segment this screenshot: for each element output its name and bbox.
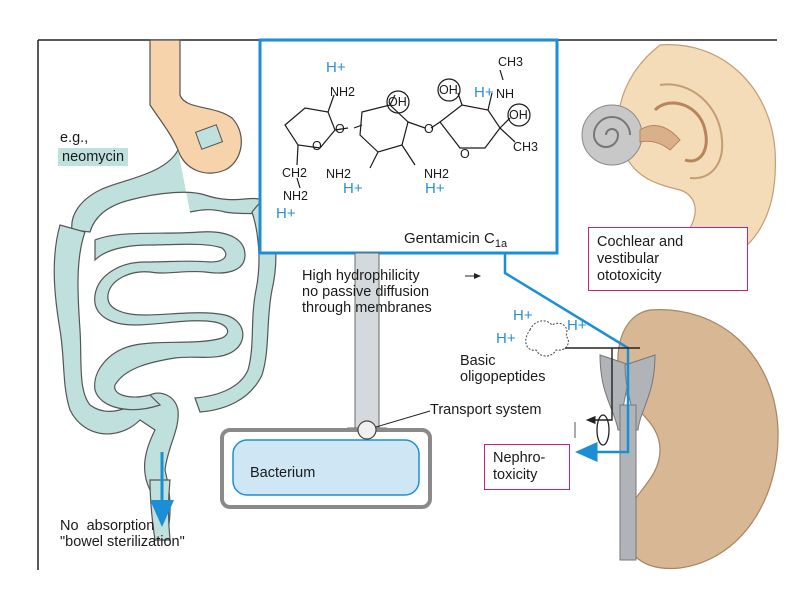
oligo-h-plus-1: H+ [513,307,533,324]
kidney [617,309,779,570]
h-plus-1: H+ [326,59,346,76]
ascending-colon [194,198,277,413]
gut-outcome-line1: No absorption [60,518,155,534]
nh2-ring2-right: NH2 [424,167,449,181]
oligopeptide-uptake-arrow [548,347,640,425]
ch3-top: CH3 [498,55,523,69]
nh2-left: NH2 [283,189,308,203]
ring-o-4: O [460,147,470,161]
h-plus-5: H+ [425,180,445,197]
inner-ear-canal [639,125,681,151]
ototoxicity-line3: ototoxicity [597,268,662,284]
ear-illustration [581,44,777,267]
ototoxicity-line1: Cochlear and [597,234,684,250]
oligopeptides-line1: Basic [460,353,496,369]
example-prefix: e.g., [60,130,89,146]
ch3-right: CH3 [513,140,538,154]
bacterium-label: Bacterium [250,465,316,481]
tubular-cell [596,414,610,446]
nephrotoxicity-line2: toxicity [493,467,538,483]
cochlea-icon [581,104,643,166]
oligopeptides-line2: oligopeptides [460,369,546,385]
h-plus-2: H+ [474,84,494,101]
oh-ring3: OH [439,83,458,97]
ototoxicity-line2: vestibular [597,251,660,267]
h-plus-3: H+ [276,205,296,222]
transverse-colon [71,149,272,233]
oh-ring2: OH [388,95,407,109]
molecule-labels: H+ NH2 OH OH H+ NH CH3 OH CH3 CH2 NH2 H+… [276,55,538,250]
oh-right: OH [509,108,528,122]
nephrotoxicity-box: Nephro- toxicity [484,444,570,490]
cochlea-spiral [592,116,631,148]
ring-o-1: O [335,122,345,136]
ring-o-2: O [312,139,322,153]
molecule-name: Gentamicin C1a [404,230,508,250]
nephrotoxicity-line1: Nephro- [493,450,546,466]
gentamicin-structure [284,69,531,189]
hydrophilicity-line2: no passive diffusion [302,284,430,300]
oligo-h-plus-2: H+ [496,330,516,347]
pylorus [194,124,224,150]
oligo-h-plus-3: H+ [567,317,587,334]
nh2-ring2-left: NH2 [326,167,351,181]
ring-o-3: O [424,122,434,136]
gut-outcome-line2: "bowel sterilization" [60,534,185,550]
semicircular-canals [653,101,708,163]
diffusion-channel [354,252,380,429]
transport-channel-icon [357,420,377,440]
h-plus-4: H+ [343,180,363,197]
oligopeptide-cloud [525,320,569,357]
nh-group: NH [496,87,514,101]
small-intestine [94,231,246,411]
hydrophilicity-line1: High hydrophilicity [302,268,420,284]
drug-name: neomycin [58,148,129,166]
ear-helix-fold [659,83,724,180]
ch2-group: CH2 [282,166,307,180]
stomach [149,39,242,174]
kidney-illustration [596,309,779,570]
transport-pointer [375,410,431,428]
hydrophilicity-line3: through membranes [302,300,432,316]
nh2-top: NH2 [330,85,355,99]
ototoxicity-box: Cochlear and vestibular ototoxicity [588,227,748,291]
bacterium-cytoplasm [232,439,420,496]
transport-system-label: Transport system [430,402,542,418]
